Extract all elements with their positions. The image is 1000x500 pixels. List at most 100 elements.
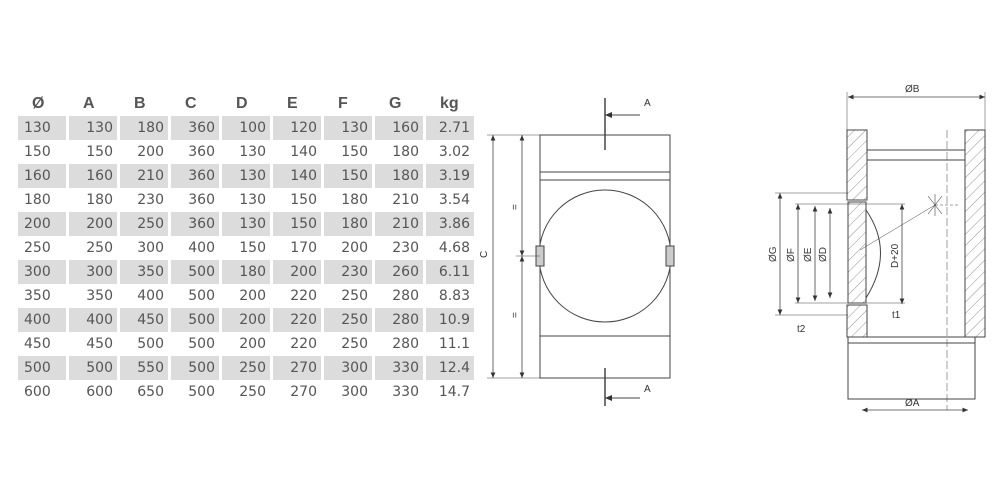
table-cell: 200 xyxy=(137,144,164,160)
pipe-spigot xyxy=(847,336,976,400)
table-cell: 270 xyxy=(290,384,317,400)
table-cell: 180 xyxy=(392,144,419,160)
table-cell: 250 xyxy=(239,384,266,400)
table-cell: 200 xyxy=(69,212,117,236)
front-view-drawing xyxy=(487,98,675,406)
table-cell: 360 xyxy=(171,116,219,140)
table-cell: 130 xyxy=(18,116,66,140)
dim-d20-label: D+20 xyxy=(890,243,901,268)
table-cell: 360 xyxy=(171,164,219,188)
table-cell: 180 xyxy=(120,116,168,140)
table-cell: 180 xyxy=(324,212,372,236)
table-cell: 2.71 xyxy=(426,116,474,140)
dim-e-label: ØE xyxy=(803,247,814,262)
table-cell: 500 xyxy=(18,356,66,380)
equal-label-top: = xyxy=(510,204,521,210)
table-cell: 230 xyxy=(137,192,164,208)
table-cell: 6.11 xyxy=(426,260,474,284)
table-cell: 3.54 xyxy=(438,192,470,208)
pipe-body xyxy=(539,134,671,379)
table-cell: 180 xyxy=(86,192,113,208)
table-cell: 12.4 xyxy=(426,356,474,380)
dim-f-label: ØF xyxy=(786,248,797,262)
table-cell: 130 xyxy=(239,192,266,208)
table-cell: 150 xyxy=(239,240,266,256)
table-cell: 120 xyxy=(273,116,321,140)
column-header: D xyxy=(236,95,248,112)
table-cell: 250 xyxy=(341,288,368,304)
table-cell: 230 xyxy=(324,260,372,284)
table-cell: 360 xyxy=(188,144,215,160)
table-cell: 350 xyxy=(24,288,51,304)
table-cell: 280 xyxy=(392,288,419,304)
table-cell: 180 xyxy=(375,164,423,188)
table-cell: 250 xyxy=(222,356,270,380)
table-cell: 220 xyxy=(290,288,317,304)
column-header: F xyxy=(338,95,348,112)
table-cell: 180 xyxy=(222,260,270,284)
table-cell: 150 xyxy=(24,144,51,160)
table-cell: 100 xyxy=(222,116,270,140)
table-cell: 220 xyxy=(273,308,321,332)
dim-b-label: ØB xyxy=(905,84,920,95)
table-cell: 250 xyxy=(324,308,372,332)
column-header: A xyxy=(83,95,95,112)
inspection-door xyxy=(538,189,672,323)
table-cell: 350 xyxy=(120,260,168,284)
table-cell: 200 xyxy=(341,240,368,256)
table-cell: 180 xyxy=(24,192,51,208)
dim-a-label: ØA xyxy=(905,398,920,409)
detail-marker-icon xyxy=(927,194,943,216)
table-cell: 14.7 xyxy=(438,384,470,400)
table-cell: 350 xyxy=(86,288,113,304)
table-cell: 250 xyxy=(86,240,113,256)
table-cell: 600 xyxy=(24,384,51,400)
table-cell: 300 xyxy=(341,384,368,400)
table-cell: 3.86 xyxy=(426,212,474,236)
table-cell: 210 xyxy=(392,192,419,208)
table-cell: 170 xyxy=(290,240,317,256)
dim-d-label: ØD xyxy=(818,247,829,262)
table-cell: 400 xyxy=(18,308,66,332)
table-cell: 550 xyxy=(120,356,168,380)
table-cell: 500 xyxy=(171,308,219,332)
table-cell: 150 xyxy=(273,212,321,236)
table-cell: 360 xyxy=(188,192,215,208)
table-cell: 210 xyxy=(375,212,423,236)
section-label-bottom: A xyxy=(644,384,651,395)
table-cell: 200 xyxy=(239,336,266,352)
table-cell: 450 xyxy=(86,336,113,352)
table-cell: 250 xyxy=(341,336,368,352)
section-view-drawing xyxy=(775,92,986,413)
table-cell: 4.68 xyxy=(438,240,470,256)
table-cell: 150 xyxy=(341,144,368,160)
table-cell: 180 xyxy=(341,192,368,208)
section-label-top: A xyxy=(644,98,651,109)
table-cell: 360 xyxy=(171,212,219,236)
table-cell: 160 xyxy=(18,164,66,188)
table-cell: 11.1 xyxy=(438,336,470,352)
table-cell: 130 xyxy=(222,164,270,188)
column-header: kg xyxy=(440,95,459,112)
table-cell: 400 xyxy=(188,240,215,256)
table-cell: 140 xyxy=(273,164,321,188)
table-cell: 400 xyxy=(69,308,117,332)
table-cell: 8.83 xyxy=(438,288,470,304)
table-cell: 3.02 xyxy=(438,144,470,160)
table-cell: 330 xyxy=(392,384,419,400)
table-cell: 200 xyxy=(239,288,266,304)
table-cell: 10.9 xyxy=(426,308,474,332)
table-cell: 140 xyxy=(290,144,317,160)
table-cell: 250 xyxy=(120,212,168,236)
t1-label: t1 xyxy=(892,310,901,321)
table-cell: 300 xyxy=(18,260,66,284)
table-cell: 500 xyxy=(171,356,219,380)
